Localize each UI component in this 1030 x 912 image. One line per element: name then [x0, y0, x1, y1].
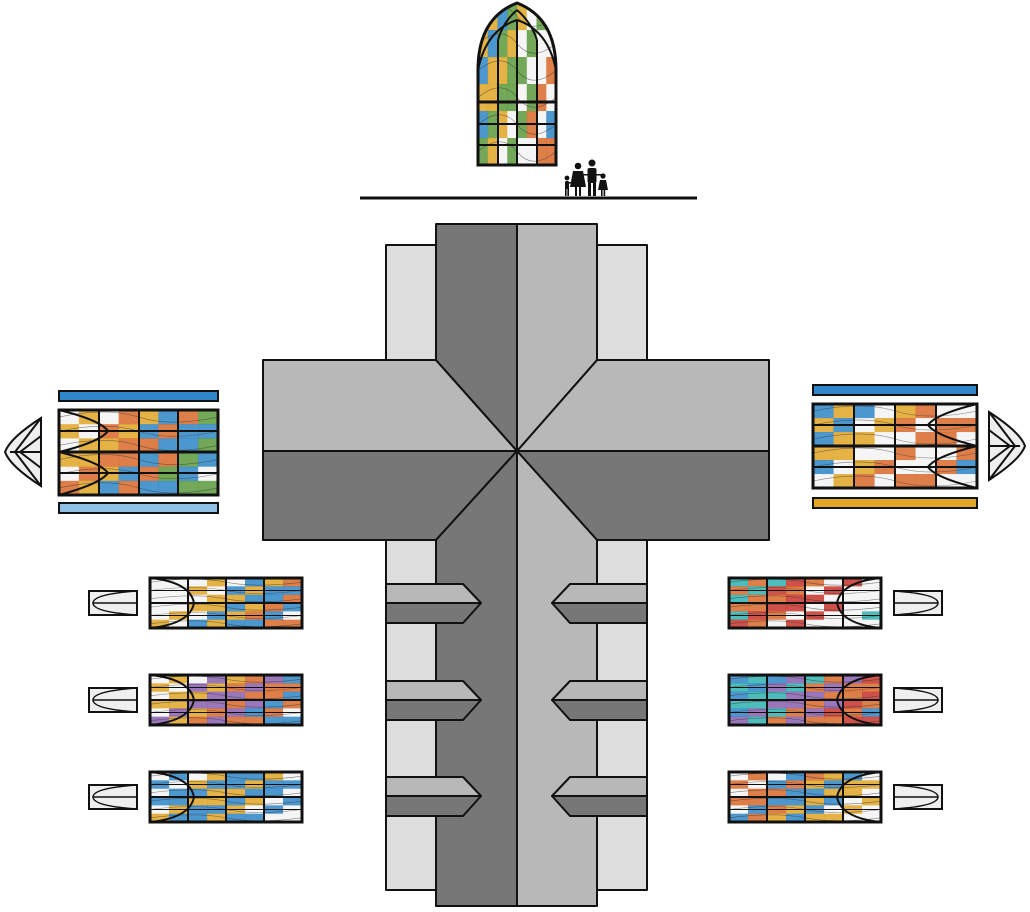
window-right-transept-top-strip [812, 384, 978, 396]
left-dormer-3 [385, 776, 482, 817]
right-dormer-3 [551, 776, 648, 817]
window-right-nave-2 [727, 673, 943, 727]
window-right-nave-2-rose [893, 687, 943, 713]
nave-upper-right-roof [516, 223, 598, 452]
right-nave-windows [727, 576, 943, 824]
window-right-transept [811, 384, 1027, 509]
window-left-nave-1-rose [88, 590, 138, 616]
right-dormer-2 [551, 680, 648, 721]
window-left-transept [3, 390, 220, 514]
window-right-transept-bottom-strip [812, 497, 978, 509]
left-dormer-1 [385, 583, 482, 624]
family-silhouette-icon [564, 159, 608, 196]
window-left-transept-top-strip [58, 390, 219, 402]
window-left-nave-3-rose [88, 784, 138, 810]
window-right-nave-3-rose [893, 784, 943, 810]
window-top-arched [476, 1, 558, 167]
window-left-nave-1 [88, 576, 304, 630]
window-left-rose [3, 416, 42, 488]
roof-plan [262, 223, 770, 907]
window-right-nave-3 [727, 770, 943, 824]
window-right-nave-1-rose [893, 590, 943, 616]
window-left-nave-2 [88, 673, 304, 727]
right-dormer-1 [551, 583, 648, 624]
window-left-nave-3 [88, 770, 304, 824]
left-nave-windows [88, 576, 304, 824]
window-left-transept-glass [58, 410, 219, 496]
window-right-rose [988, 410, 1027, 482]
window-right-nave-1 [727, 576, 943, 630]
left-dormer-2 [385, 680, 482, 721]
window-left-transept-bottom-strip [58, 502, 219, 514]
window-left-nave-2-rose [88, 687, 138, 713]
